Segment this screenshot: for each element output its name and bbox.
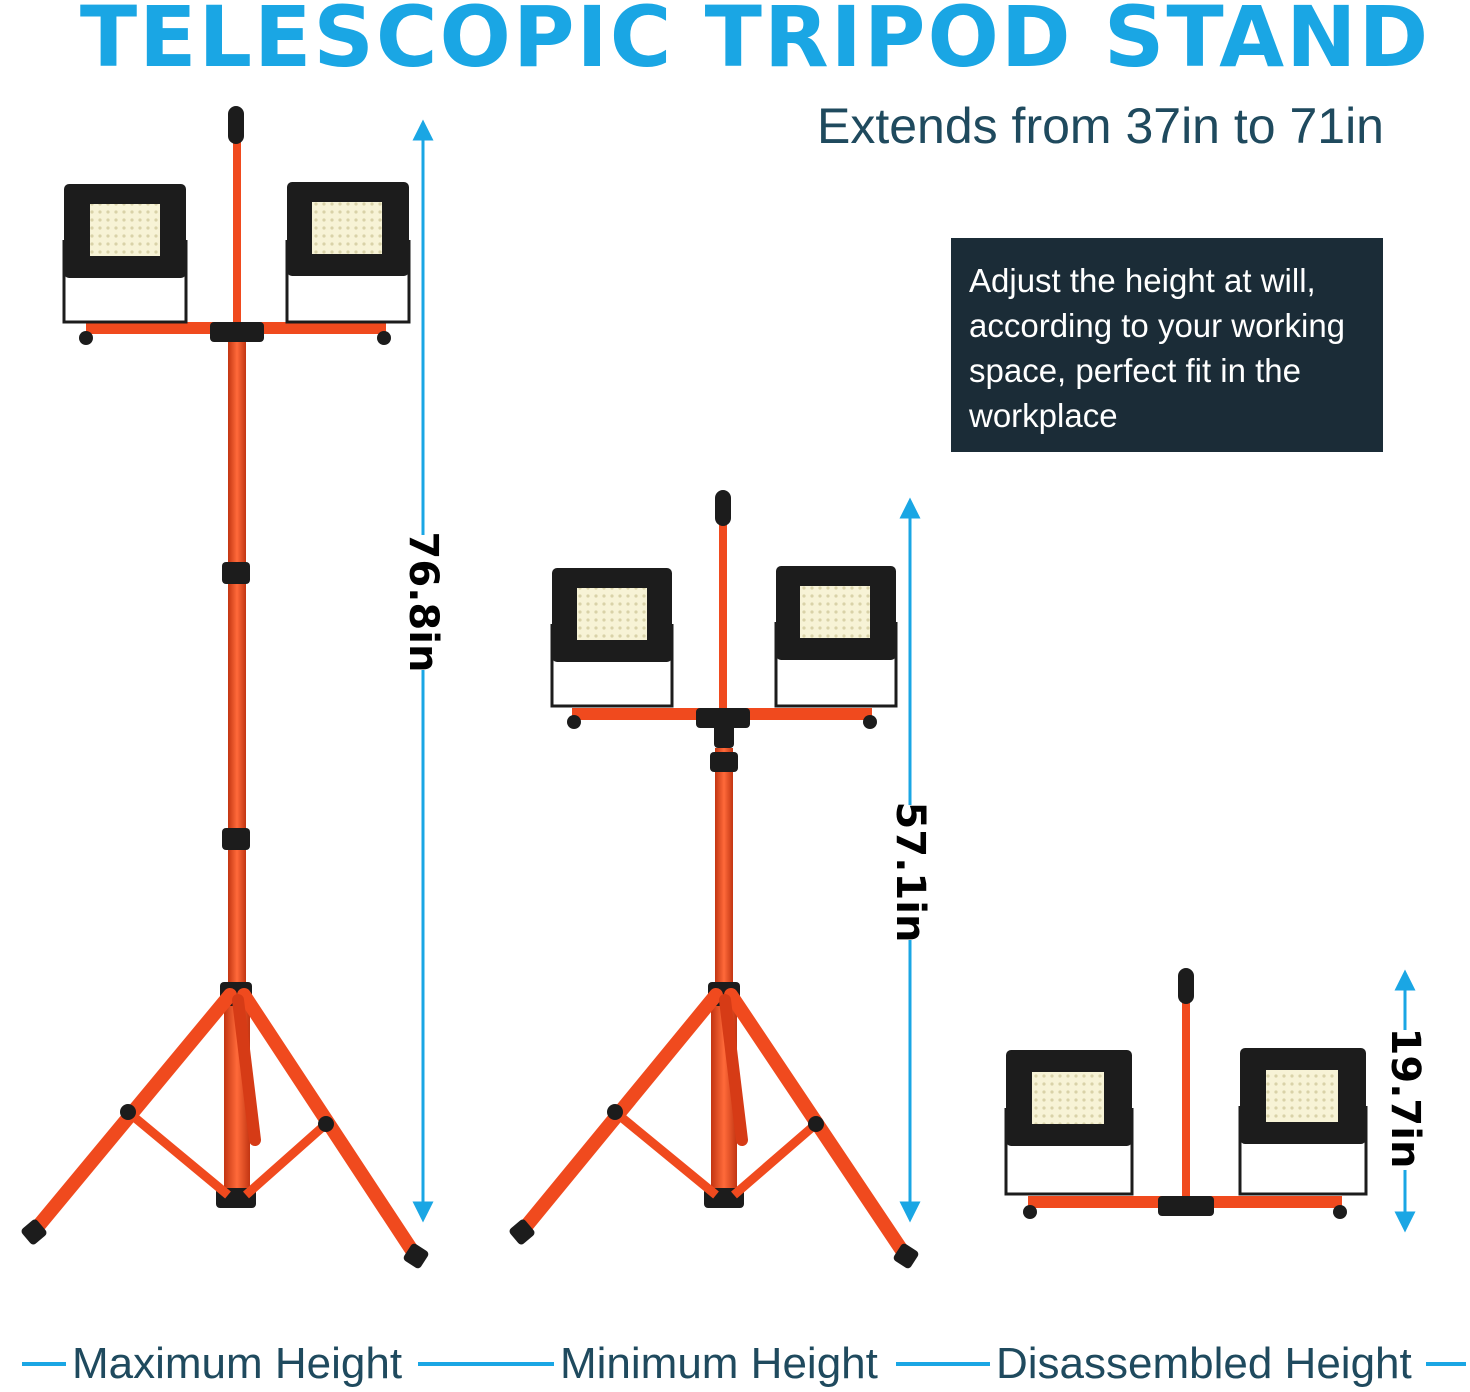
info-box: Adjust the height at will, according to …	[951, 238, 1383, 452]
stand-disassembled	[1004, 968, 1416, 1233]
dimension-disassembled: 19.7in	[1382, 1027, 1428, 1169]
stand-maximum	[21, 106, 434, 1269]
caption-divider	[418, 1362, 554, 1366]
subtitle: Extends from 37in to 71in	[817, 98, 1384, 154]
caption-divider	[22, 1362, 66, 1366]
page-title: TELESCOPIC TRIPOD STAND	[79, 0, 1431, 86]
caption-disassembled: Disassembled Height	[996, 1339, 1412, 1388]
stand-minimum	[509, 490, 921, 1269]
caption-divider	[1426, 1362, 1466, 1366]
caption-min: Minimum Height	[560, 1339, 878, 1388]
caption-divider	[896, 1362, 990, 1366]
info-text: Adjust the height at will, according to …	[969, 262, 1346, 434]
dimension-min: 57.1in	[887, 801, 933, 943]
caption-max: Maximum Height	[72, 1339, 403, 1388]
dimension-max: 76.8in	[400, 531, 446, 673]
